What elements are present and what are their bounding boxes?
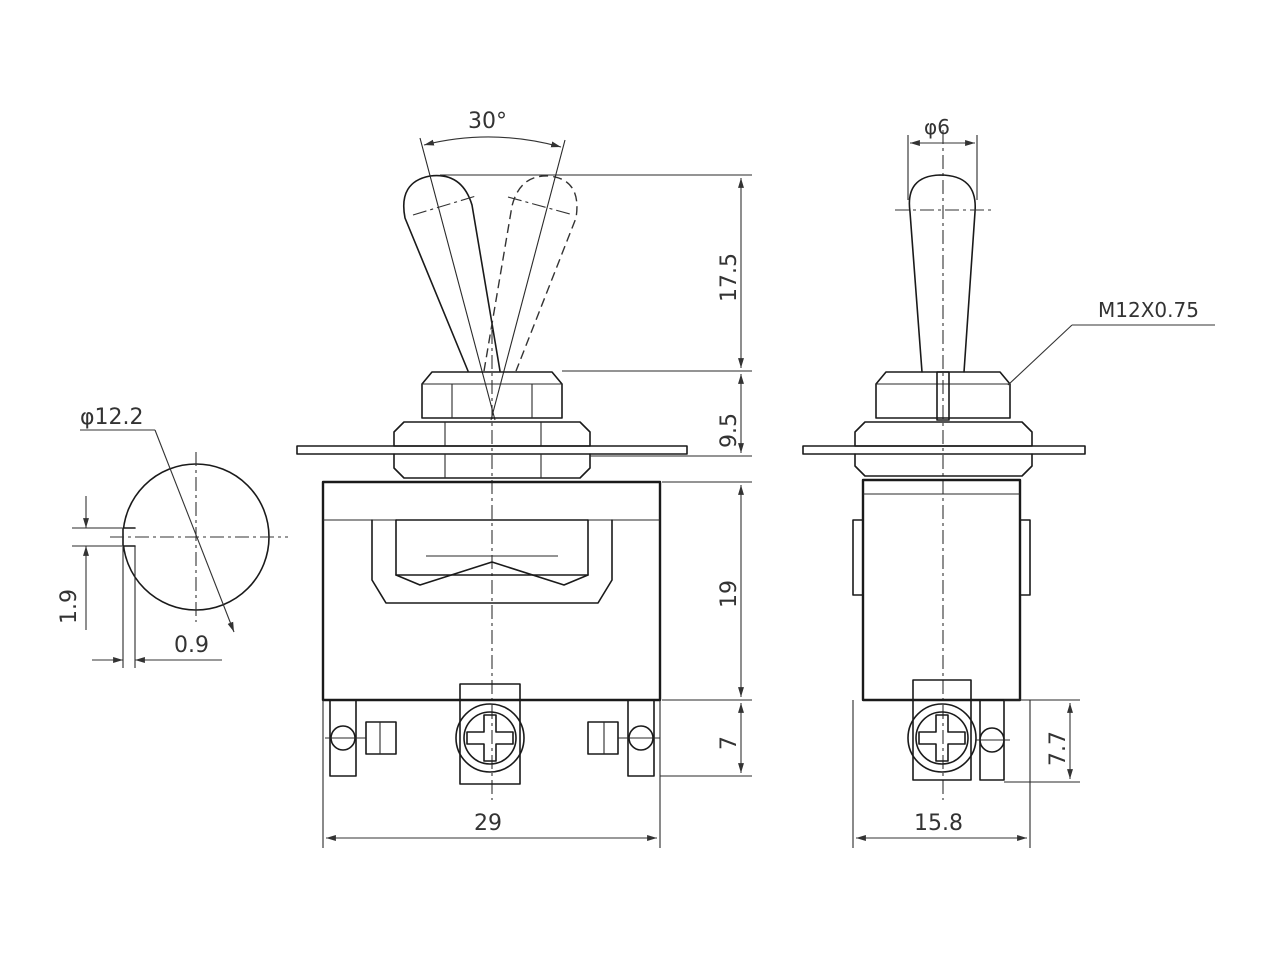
panel-cutout-view: φ12.2 1.9 0.9 <box>57 405 288 668</box>
bushing-height-label: 9.5 <box>717 413 742 448</box>
lever-solid <box>403 174 501 372</box>
lever-alternate-position <box>483 175 578 372</box>
key-width-label: 1.9 <box>57 589 82 624</box>
terminal-height-label: 7 <box>717 736 742 750</box>
lever-diameter-label: φ6 <box>924 115 950 139</box>
mounting-plate-side <box>802 445 1086 455</box>
thread-spec-label: M12X0.75 <box>1098 298 1199 322</box>
key-depth-label: 0.9 <box>174 633 209 658</box>
side-view: φ6 M12X0.75 7.7 <box>802 115 1215 848</box>
lever-angle-label: 30° <box>468 109 507 134</box>
switch-body-side <box>861 478 1022 702</box>
cutout-diameter-label: φ12.2 <box>80 405 144 430</box>
front-view: 30° <box>296 109 752 848</box>
lever-side <box>908 174 976 373</box>
terminal-right <box>587 699 660 777</box>
body-width-label: 29 <box>474 811 502 836</box>
body-depth-label: 15.8 <box>914 811 963 836</box>
terminal-height-side-label: 7.7 <box>1046 731 1071 766</box>
mounting-plate <box>296 445 688 455</box>
terminal-side-screw <box>907 679 977 781</box>
terminal-side-small <box>976 699 1010 781</box>
terminal-center-screw <box>455 683 525 785</box>
terminal-left <box>325 699 397 777</box>
body-height-label: 19 <box>717 580 742 608</box>
switch-body <box>321 480 662 702</box>
lever-height-label: 17.5 <box>717 253 742 302</box>
